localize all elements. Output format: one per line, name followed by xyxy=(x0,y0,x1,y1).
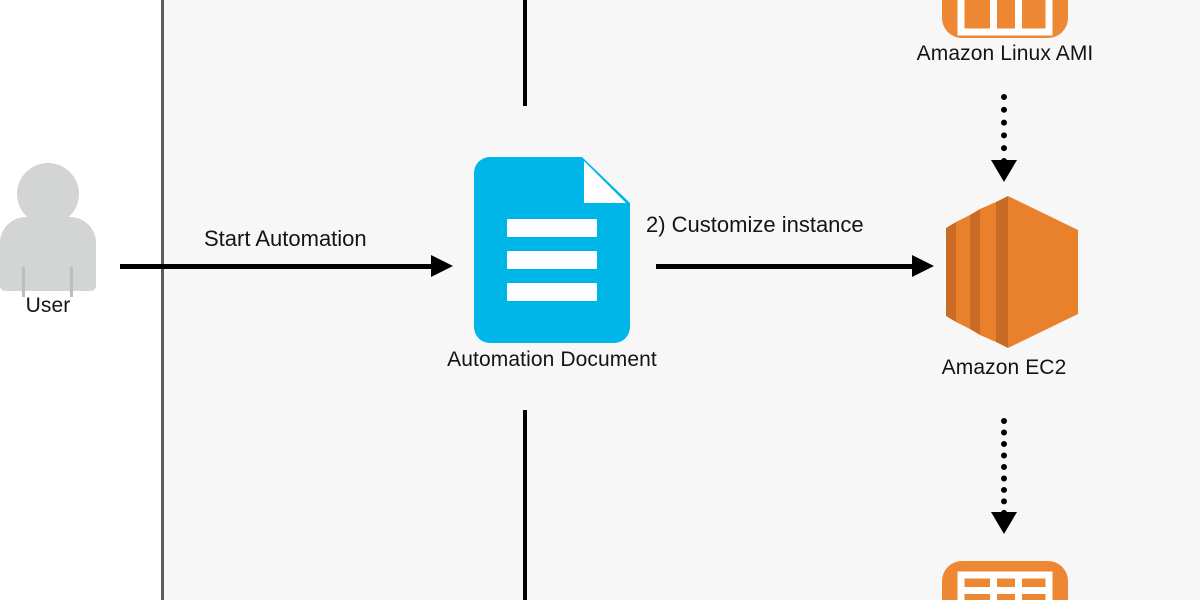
document-text-line xyxy=(507,283,597,301)
node-amazon-linux-ami-top[interactable]: Amazon Linux AMI xyxy=(917,0,1093,76)
vertical-divider-black-bottom xyxy=(523,410,527,600)
user-body-shape xyxy=(0,217,96,291)
user-arm-right-shape xyxy=(70,267,73,297)
user-arm-left-shape xyxy=(22,267,25,297)
ec2-instances-icon xyxy=(946,196,1078,348)
node-label-amazon-ec2: Amazon EC2 xyxy=(941,356,1067,379)
arrow-dotted-shaft xyxy=(1001,94,1007,164)
user-head-shape xyxy=(17,163,79,225)
connector-label-start-automation: Start Automation xyxy=(204,226,367,251)
arrow-shaft xyxy=(120,264,433,269)
background-panel-left xyxy=(0,0,161,600)
connector-arrow-start-automation xyxy=(120,252,455,282)
connector-arrow-ec2-to-ami xyxy=(989,418,1019,540)
document-icon xyxy=(474,157,630,343)
arrow-dotted-shaft xyxy=(1001,418,1007,516)
connector-arrow-customize-instance xyxy=(656,252,936,282)
ami-icon xyxy=(942,0,1068,38)
arrow-head-icon xyxy=(912,255,934,277)
node-label-user: User xyxy=(25,294,71,317)
vertical-divider-gray xyxy=(161,0,164,600)
node-amazon-linux-ami-bottom[interactable] xyxy=(942,561,1068,600)
document-text-line xyxy=(507,219,597,237)
vertical-divider-black-top xyxy=(523,0,527,106)
arrow-head-icon xyxy=(991,512,1017,534)
arrow-head-icon xyxy=(431,255,453,277)
node-automation-document[interactable]: Automation Document xyxy=(447,157,657,379)
arrow-shaft xyxy=(656,264,914,269)
ami-icon xyxy=(942,561,1068,600)
node-amazon-ec2[interactable]: Amazon EC2 xyxy=(930,196,1078,396)
connector-label-customize-instance: 2) Customize instance xyxy=(646,212,864,237)
arrow-head-icon xyxy=(991,160,1017,182)
node-label-automation-document: Automation Document xyxy=(447,348,657,371)
node-label-amazon-linux-ami-top: Amazon Linux AMI xyxy=(916,42,1094,65)
node-user[interactable]: User xyxy=(0,163,96,318)
document-text-line xyxy=(507,251,597,269)
connector-arrow-ami-to-ec2 xyxy=(989,94,1019,186)
